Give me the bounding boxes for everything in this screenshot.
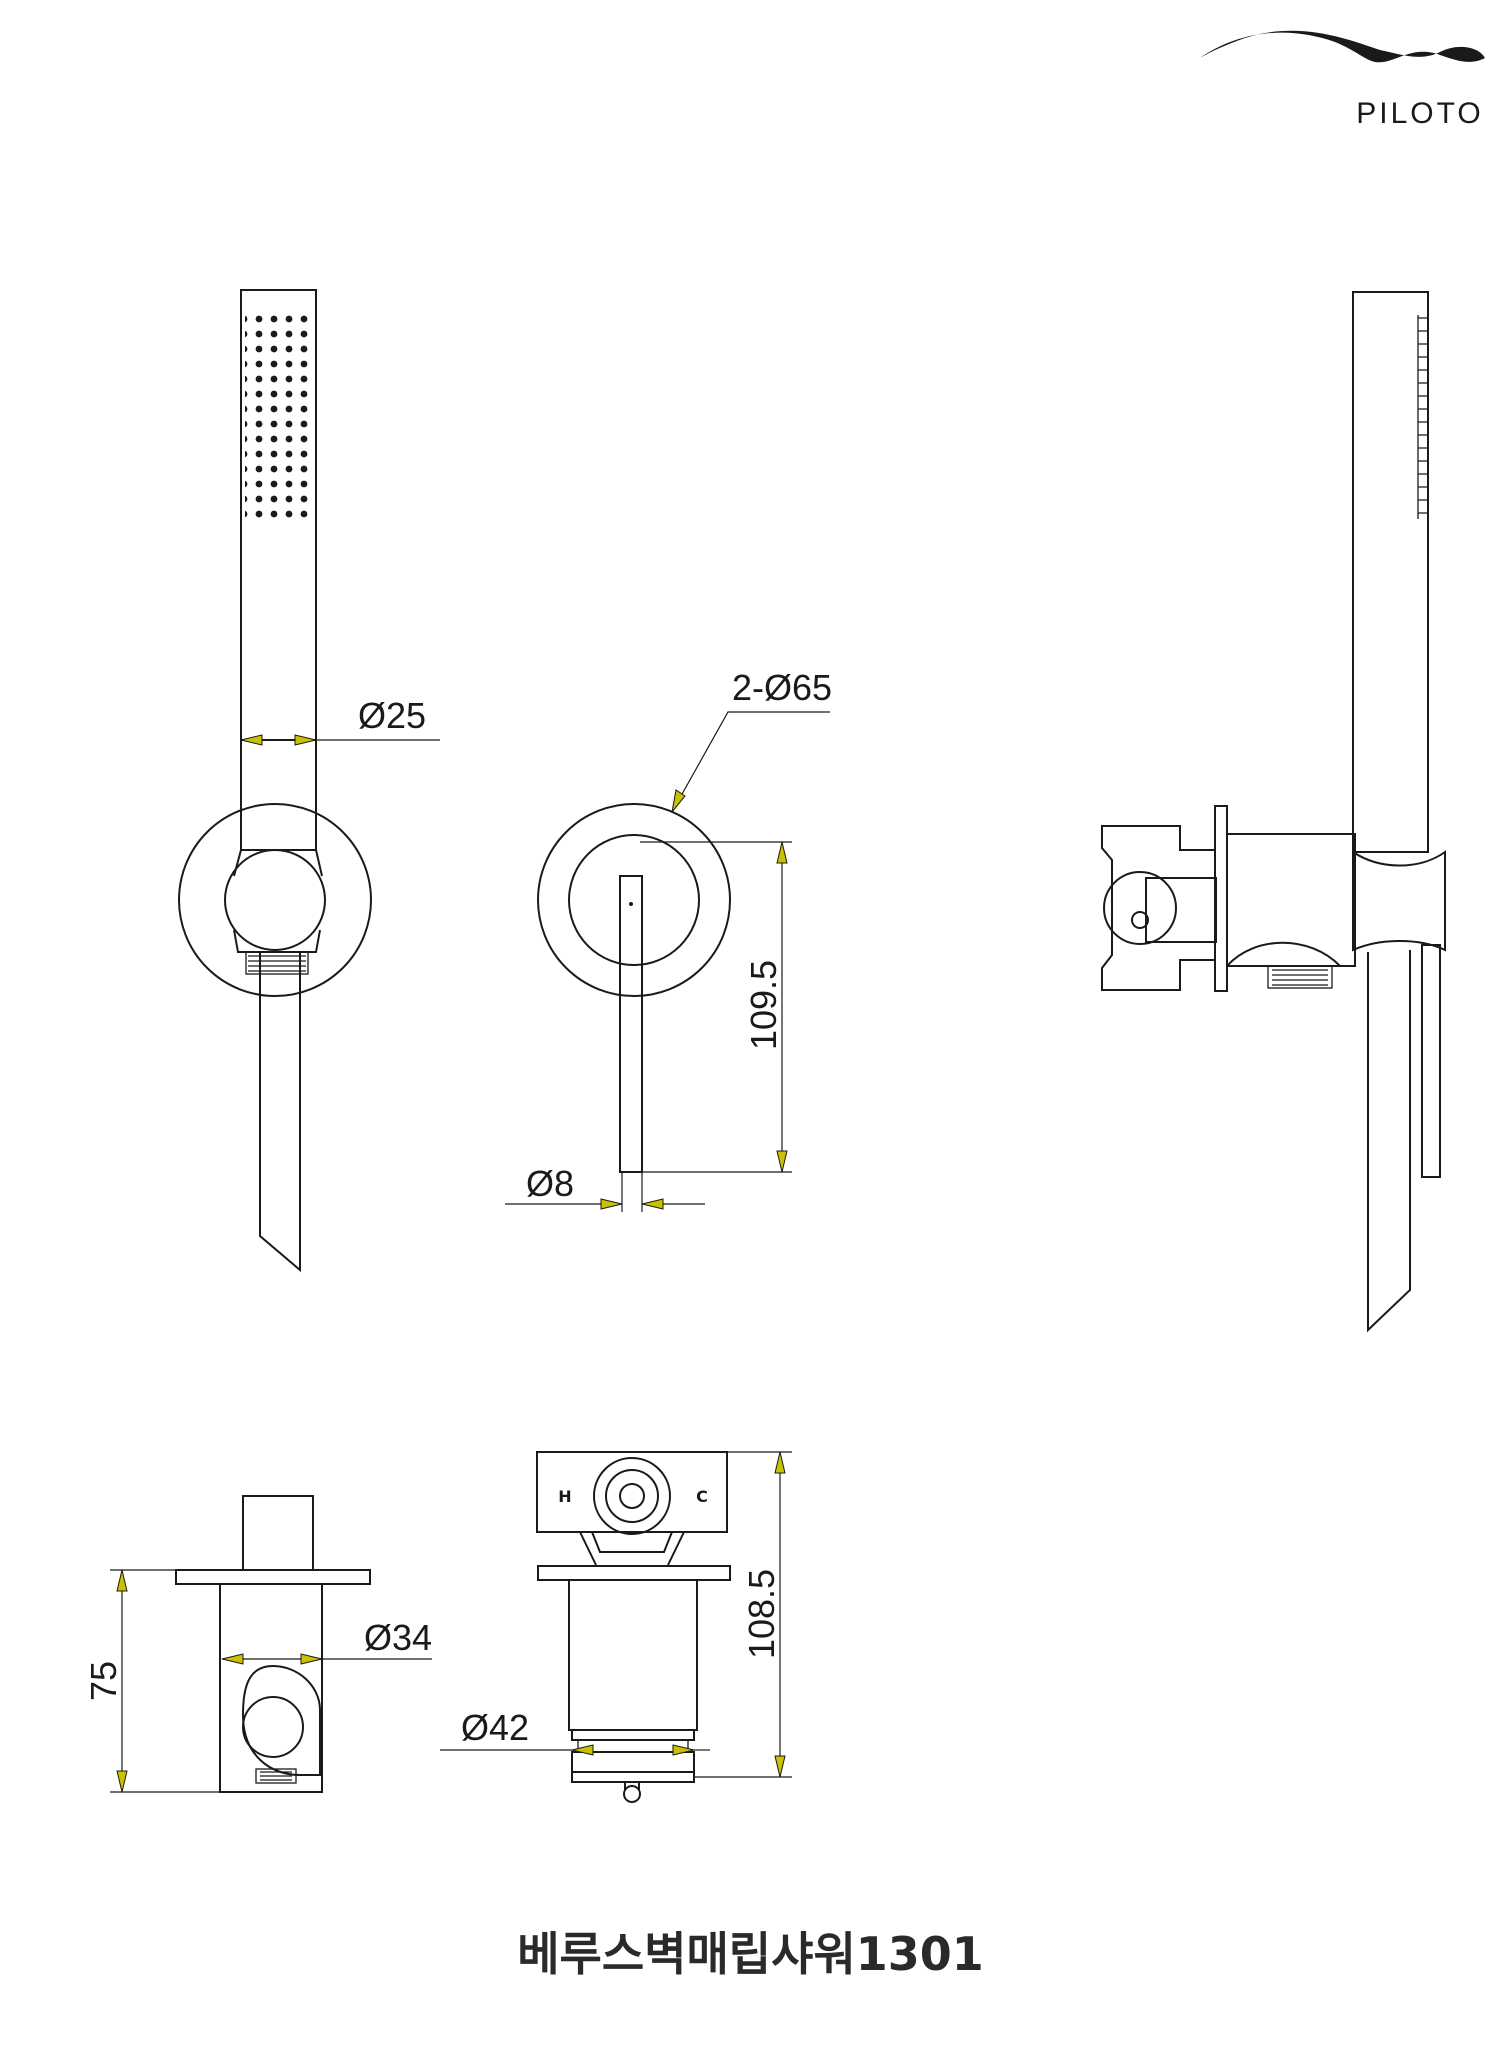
dim-valve-height: 108.5 <box>741 1569 782 1659</box>
hand-shower-front-view: Ø25 <box>178 289 440 1273</box>
spray-nozzle-grid <box>245 312 313 520</box>
side-view <box>1101 291 1446 1333</box>
brand-name: PILOTO <box>1356 97 1483 130</box>
logo-wave-icon <box>1200 30 1485 63</box>
product-title: 베루스벽매립샤워1301 <box>517 1927 984 1981</box>
valve-side-view: H C 108.5 Ø42 <box>440 1451 792 1803</box>
cold-mark: C <box>696 1487 708 1506</box>
dim-lever-height: 109.5 <box>743 960 784 1050</box>
holder-side-view: 75 Ø34 <box>83 1495 432 1793</box>
spray-nozzle-side <box>1417 315 1429 519</box>
dim-plate-diameter: 2-Ø65 <box>732 667 832 708</box>
piloto-logo: PILOTO <box>1200 30 1485 130</box>
hot-mark: H <box>558 1487 571 1506</box>
dim-holder-diameter: Ø34 <box>364 1617 432 1658</box>
dim-hand-shower-diameter: Ø25 <box>358 695 426 736</box>
lever-front-view: 2-Ø65 109.5 Ø8 <box>505 667 832 1212</box>
dim-lever-diameter: Ø8 <box>526 1163 574 1204</box>
dim-holder-height: 75 <box>83 1661 124 1701</box>
dim-valve-diameter: Ø42 <box>461 1707 529 1748</box>
